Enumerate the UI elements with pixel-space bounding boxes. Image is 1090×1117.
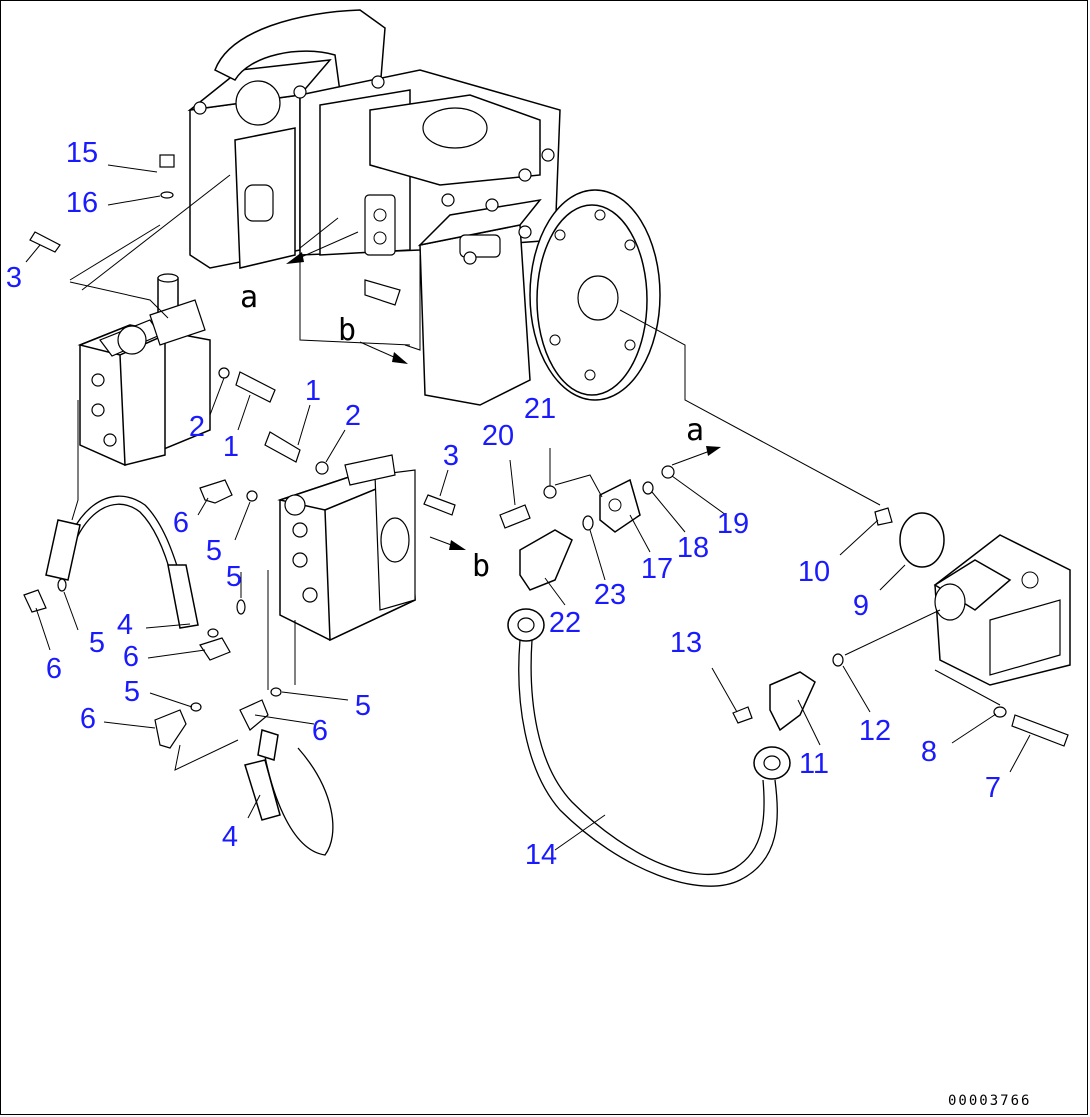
view-letter-a: a [240, 280, 258, 315]
part-callout-17: 17 [641, 553, 673, 585]
part-callout-15: 15 [66, 137, 98, 169]
part-callout-19: 19 [717, 508, 749, 540]
part-callout-12: 12 [859, 715, 891, 747]
part-callout-5: 5 [124, 676, 140, 708]
right-control-valve [277, 454, 416, 642]
part-callout-14: 14 [525, 839, 557, 871]
left-hoses [23, 154, 456, 856]
part-callout-6: 6 [123, 641, 139, 673]
part-callout-20: 20 [482, 420, 514, 452]
part-callout-3: 3 [6, 262, 22, 294]
part-callout-10: 10 [798, 556, 830, 588]
part-callout-21: 21 [524, 393, 556, 425]
part-callout-1: 1 [305, 375, 321, 407]
part-callout-13: 13 [670, 627, 702, 659]
part-callout-6: 6 [173, 507, 189, 539]
part-callout-9: 9 [853, 590, 869, 622]
part-callout-5: 5 [355, 690, 371, 722]
view-letter-a: a [686, 413, 704, 448]
drawing-code: 00003766 [948, 1093, 1031, 1109]
part-callout-2: 2 [345, 400, 361, 432]
part-callout-23: 23 [594, 579, 626, 611]
leader-lines [25, 164, 1031, 851]
view-letter-b: b [472, 549, 490, 584]
view-letter-layer: a b a b [240, 280, 704, 584]
long-hose [507, 608, 791, 887]
main-pump-assembly [187, 9, 661, 406]
part-callout-4: 4 [222, 821, 238, 853]
part-callout-7: 7 [985, 772, 1001, 804]
part-callout-5: 5 [226, 561, 242, 593]
part-callout-5: 5 [89, 627, 105, 659]
part-callout-6: 6 [312, 715, 328, 747]
part-callout-3: 3 [443, 440, 459, 472]
view-letter-b: b [338, 313, 356, 348]
part-callout-6: 6 [46, 653, 62, 685]
part-callout-18: 18 [677, 532, 709, 564]
part-callout-11: 11 [799, 748, 829, 780]
part-callout-4: 4 [117, 609, 133, 641]
part-callout-2: 2 [189, 411, 205, 443]
center-fitting-parts [499, 465, 675, 591]
left-control-valve [77, 273, 211, 466]
part-callout-22: 22 [549, 607, 581, 639]
part-callout-1: 1 [223, 431, 239, 463]
part-callout-8: 8 [921, 736, 937, 768]
part-callout-5: 5 [206, 535, 222, 567]
part-callout-6: 6 [80, 703, 96, 735]
right-motor-assembly [732, 507, 1071, 747]
part-callout-16: 16 [66, 187, 98, 219]
